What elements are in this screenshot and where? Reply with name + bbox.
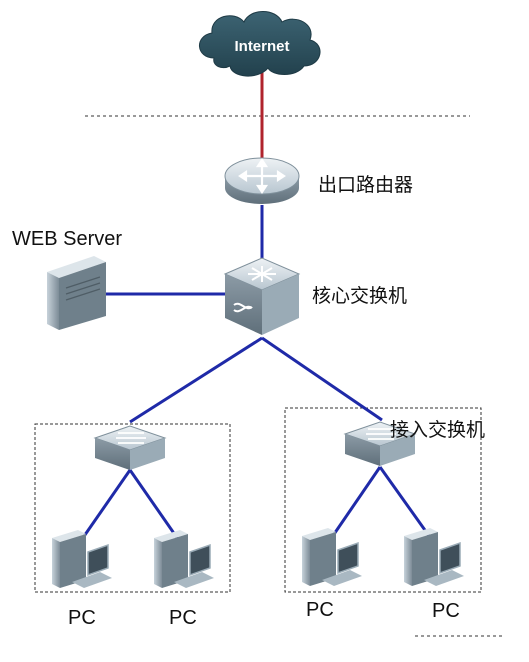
pc-4-label: PC: [432, 600, 460, 622]
router-icon: [224, 157, 300, 204]
access-left-pc2-link: [128, 469, 182, 543]
access-right-pc3-link: [328, 466, 382, 541]
core-switch-label: 核心交换机: [312, 285, 407, 307]
core-access-left-link: [129, 336, 263, 424]
access-switch-left-icon: [93, 425, 167, 470]
web-server-icon: [47, 256, 106, 330]
router-label: 出口路由器: [318, 174, 413, 196]
pc-1-label: PC: [68, 607, 96, 629]
internet-label: Internet: [234, 38, 289, 55]
pc-4-icon: [404, 528, 464, 586]
pc-2-icon: [154, 530, 214, 588]
access-switch-label: 接入交换机: [390, 419, 485, 441]
pc-1-icon: [52, 530, 112, 588]
server-label: WEB Server: [12, 228, 122, 250]
access-right-pc4-link: [378, 466, 434, 541]
internet-cloud-icon: [199, 11, 321, 77]
access-group-right-box: [284, 407, 482, 593]
core-access-right-link: [261, 336, 383, 422]
access-group-left-box: [34, 423, 231, 593]
pc-2-label: PC: [169, 607, 197, 629]
pc-3-label: PC: [306, 599, 334, 621]
access-left-pc1-link: [78, 469, 132, 543]
core-switch-icon: [223, 257, 301, 335]
access-switch-right-icon: [343, 421, 417, 466]
pc-3-icon: [302, 528, 362, 586]
